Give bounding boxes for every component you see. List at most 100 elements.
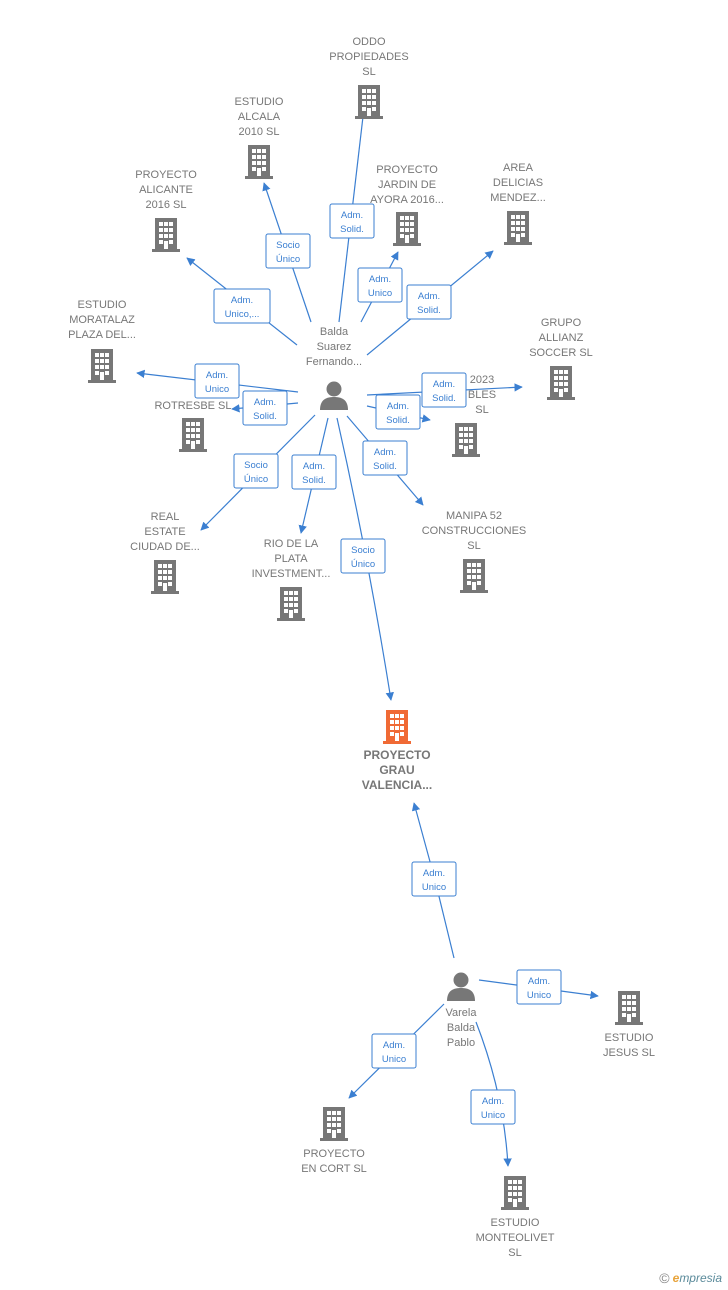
node-label-x2023: BLES: [468, 389, 496, 401]
node-label-alicante: 2016 SL: [146, 199, 187, 211]
node-label-varela: Pablo: [447, 1037, 475, 1049]
node-label-alicante: PROYECTO: [135, 169, 197, 181]
node-label-manipa: MANIPA 52: [446, 510, 502, 522]
node-rioplata[interactable]: RIO DE LA PLATA INVESTMENT...: [252, 538, 331, 621]
edge-label-box: [421, 372, 467, 408]
node-label-jardin: PROYECTO: [376, 164, 438, 176]
edge-label-text: Solid.: [432, 393, 456, 404]
building-icon: [88, 349, 116, 383]
node-label-alcala: ALCALA: [238, 111, 281, 123]
brand-logo-e: e: [672, 1271, 680, 1285]
edge-label-text: Solid.: [417, 305, 441, 316]
building-icon: [152, 218, 180, 252]
edge-label-text: Socio: [351, 545, 375, 556]
edge-label-text: Socio: [276, 240, 300, 251]
edge-label-e-moratalaz[interactable]: Adm.Unico: [194, 363, 240, 399]
edge-label-text: Adm.: [206, 370, 228, 381]
edge-label-text: Adm.: [528, 976, 550, 987]
node-label-x2023: SL: [475, 404, 488, 416]
node-label-varela: Balda: [447, 1022, 476, 1034]
node-label-main: GRAU: [379, 763, 414, 777]
building-icon: [179, 418, 207, 452]
node-label-alcala: ESTUDIO: [235, 96, 284, 108]
node-label-allianz: GRUPO: [541, 317, 582, 329]
edge-label-e-jesus[interactable]: Adm.Unico: [516, 969, 562, 1005]
edge-label-box: [411, 861, 457, 897]
node-label-alicante: ALICANTE: [139, 184, 193, 196]
edge-label-e-allianz[interactable]: Adm.Solid.: [421, 372, 467, 408]
edge-label-text: Adm.: [387, 401, 409, 412]
node-balda[interactable]: BaldaSuarezFernando...: [306, 326, 362, 410]
edge-label-text: Unico: [422, 882, 446, 893]
node-label-balda: Suarez: [317, 341, 352, 353]
node-label-realestate: CIUDAD DE...: [130, 541, 200, 553]
edge-label-box: [470, 1089, 516, 1125]
copyright-icon: ©: [659, 1270, 670, 1286]
node-label-jesus: JESUS SL: [603, 1047, 655, 1059]
edge-label-e-monteolivet[interactable]: Adm.Unico: [470, 1089, 516, 1125]
edge-label-text: Socio: [244, 460, 268, 471]
edge-label-e-alicante[interactable]: Adm.Unico,...: [213, 288, 271, 324]
edge-label-e-rioplata[interactable]: Adm.Solid.: [291, 454, 337, 490]
footer-brand[interactable]: © empresia: [659, 1270, 722, 1286]
edge-label-text: Adm.: [231, 295, 253, 306]
edge-label-e-2023[interactable]: Adm.Solid.: [375, 394, 421, 430]
building-icon: [547, 366, 575, 400]
node-label-rioplata: PLATA: [274, 553, 308, 565]
node-alicante[interactable]: PROYECTO ALICANTE 2016 SL: [135, 169, 197, 252]
edge-label-text: Adm.: [303, 461, 325, 472]
person-icon: [447, 972, 475, 1001]
building-icon: [504, 211, 532, 245]
edge-label-text: Unico: [368, 288, 392, 299]
edge-label-e-jardin[interactable]: Adm. Unico: [357, 267, 403, 303]
building-icon: [355, 85, 383, 119]
edge-label-e-encort[interactable]: Adm.Unico: [371, 1033, 417, 1069]
edge-label-text: Solid.: [373, 461, 397, 472]
node-rotresbe[interactable]: ROTRESBE SL: [154, 400, 232, 452]
node-main[interactable]: PROYECTOGRAUVALENCIA...: [362, 710, 432, 792]
edge-label-text: Adm.: [369, 274, 391, 285]
building-icon: [615, 991, 643, 1025]
nodes-layer: PROYECTOGRAUVALENCIA...BaldaSuarezFernan…: [68, 36, 655, 1259]
brand-name: mpresia: [679, 1271, 722, 1285]
node-label-oddo: ODDO: [353, 36, 386, 48]
building-icon: [277, 587, 305, 621]
person-icon: [320, 381, 348, 410]
edge-label-e-rotresbe[interactable]: Adm.Solid.: [242, 390, 288, 426]
edge-label-e-oddo[interactable]: Adm.Solid.: [329, 203, 375, 239]
edge-label-box: [357, 267, 403, 303]
edge-label-box: [340, 538, 386, 574]
building-icon: [393, 212, 421, 246]
node-label-rioplata: INVESTMENT...: [252, 568, 331, 580]
node-label-main: VALENCIA...: [362, 778, 432, 792]
edge-label-e-main-varela[interactable]: Adm.Unico: [411, 861, 457, 897]
edge-label-text: Unico: [382, 1054, 406, 1065]
edge-label-e-delicias[interactable]: Adm.Solid.: [406, 284, 452, 320]
building-icon: [501, 1176, 529, 1210]
node-label-jardin: AYORA 2016...: [370, 194, 444, 206]
node-label-rioplata: RIO DE LA: [264, 538, 319, 550]
edge-label-box: [213, 288, 271, 324]
node-label-delicias: DELICIAS: [493, 177, 543, 189]
node-delicias[interactable]: AREADELICIASMENDEZ...: [490, 162, 546, 245]
node-label-oddo: PROPIEDADES: [329, 51, 408, 63]
edge-label-e-manipa[interactable]: Adm.Solid.: [362, 440, 408, 476]
building-icon: [151, 560, 179, 594]
building-icon: [452, 423, 480, 457]
